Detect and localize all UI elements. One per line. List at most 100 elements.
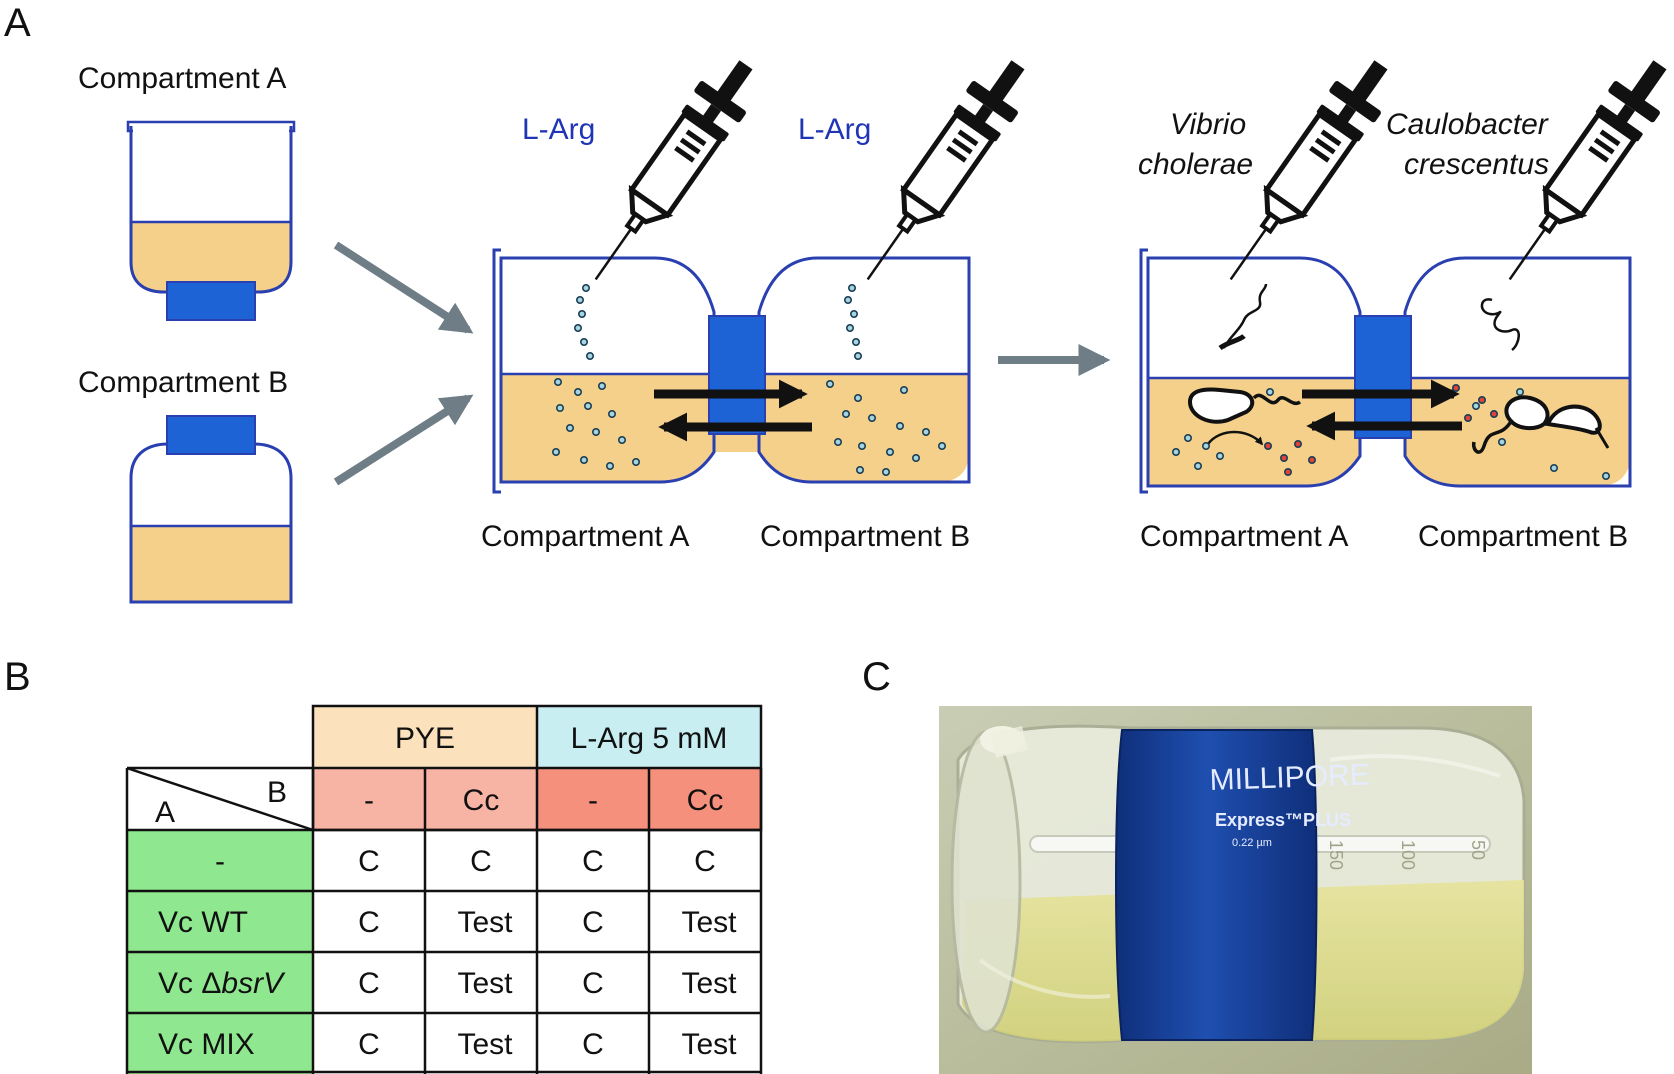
particle-dot — [631, 457, 640, 466]
mid-compartment-b-label: Compartment B — [760, 520, 970, 553]
row-label: Vc ΔbsrV — [158, 967, 286, 1000]
scale-mark: 150 — [1326, 840, 1346, 870]
panel-c: C MILLIPORE Express™PLUS 0.22 µm 150 100… — [862, 655, 1532, 1074]
assembled-device-larg — [492, 248, 971, 494]
band-product: Express™PLUS — [1215, 810, 1351, 830]
mid-compartment-a-label: Compartment A — [481, 520, 689, 553]
particle-dot — [1602, 471, 1611, 480]
table-cell: Test — [457, 906, 513, 939]
right-compartment-b-label: Compartment B — [1418, 520, 1628, 553]
metabolite-dot — [1464, 413, 1473, 422]
panel-c-letter: C — [862, 655, 891, 699]
particle-dot — [565, 423, 574, 432]
vibrio-cell — [1187, 387, 1302, 424]
particle-dot — [1516, 387, 1525, 396]
metabolite-dot — [1280, 453, 1289, 462]
row-label: Vc MIX — [158, 1028, 255, 1061]
particle-dot — [857, 441, 866, 450]
particle-dot — [579, 337, 588, 346]
assembly-arrow-top — [333, 241, 474, 334]
vibrio-label-line1: Vibrio — [1170, 108, 1246, 141]
metabolite-dot — [1478, 395, 1487, 404]
table-cell: C — [358, 967, 380, 1000]
separate-compartment-a-label: Compartment A — [78, 62, 286, 95]
table-cell: Test — [681, 906, 737, 939]
particle-dot — [579, 455, 588, 464]
metabolite-dot — [1452, 383, 1461, 392]
larg-particles — [551, 283, 946, 476]
sub-header: Cc — [687, 784, 724, 817]
table-cell: Test — [457, 967, 513, 1000]
particle-dot — [591, 427, 600, 436]
particle-dot — [555, 403, 564, 412]
syringe-label-larg-b: L-Arg — [798, 113, 871, 146]
particle-dot — [853, 393, 862, 402]
metabolite-dot — [1490, 409, 1499, 418]
table-cell: C — [358, 845, 380, 878]
table-cell: Test — [681, 1028, 737, 1061]
vibrio-injected — [1222, 283, 1268, 349]
vibrio-label-line2: cholerae — [1138, 148, 1253, 181]
corner-label-a: A — [155, 796, 175, 829]
particle-dot — [921, 427, 930, 436]
panel-b: B — [4, 655, 763, 1074]
row-label: Vc WT — [158, 906, 248, 939]
table-cell: C — [358, 906, 380, 939]
particle-dot — [1472, 401, 1481, 410]
conversion-arrow — [1207, 430, 1264, 446]
tape — [990, 726, 1028, 758]
caulo-injected — [1480, 298, 1520, 351]
caulobacter-cell — [1471, 395, 1610, 454]
band-brand: MILLIPORE — [1209, 758, 1370, 797]
particle-dot — [1202, 441, 1211, 450]
particle-dot — [853, 351, 862, 360]
particle-dot — [825, 379, 834, 388]
particle-dot — [881, 467, 890, 476]
particle-dot — [895, 421, 904, 430]
particle-dot — [553, 377, 562, 386]
caulobacter-label-line2: crescentus — [1404, 148, 1549, 181]
particle-dot — [1216, 451, 1225, 460]
table-cell: Test — [457, 1028, 513, 1061]
metabolite-dot — [1308, 455, 1317, 464]
sub-header: Cc — [463, 784, 500, 817]
table-cell: C — [582, 967, 604, 1000]
sub-header: - — [588, 784, 598, 817]
particle-dot — [899, 385, 908, 394]
particle-dot — [851, 337, 860, 346]
particle-dot — [937, 441, 946, 450]
particle-dot — [585, 351, 594, 360]
table-cell: Test — [681, 967, 737, 1000]
particle-dot — [583, 401, 592, 410]
particle-dot — [573, 323, 582, 332]
particle-dot — [843, 295, 852, 304]
particle-dot — [597, 381, 606, 390]
metabolite-dot — [1284, 467, 1293, 476]
table-cell: C — [470, 845, 492, 878]
particle-dot — [867, 413, 876, 422]
separate-compartment-b-label: Compartment B — [78, 366, 288, 399]
particle-dot — [847, 283, 856, 292]
filter-band — [1115, 729, 1318, 1041]
particle-dot — [605, 461, 614, 470]
condition-table: B A PYE L-Arg 5 mM - Cc - Cc - Vc WT Vc … — [125, 704, 763, 1074]
row-label: - — [215, 845, 225, 878]
filter-membrane-right — [1354, 315, 1412, 439]
panel-a-letter: A — [4, 1, 31, 45]
table-cell: C — [582, 906, 604, 939]
syringe-label-larg-a: L-Arg — [522, 113, 595, 146]
table-cell: C — [694, 845, 716, 878]
particle-dot — [551, 447, 560, 456]
metabolite-particles — [1172, 383, 1611, 480]
assembled-device-bacteria — [1139, 248, 1632, 494]
group-header-pye: PYE — [395, 722, 455, 755]
assembly-arrow-bottom — [333, 394, 474, 486]
filter-cap-a — [166, 281, 256, 321]
panel-a: A Compartment A Compartment B — [4, 1, 1674, 604]
pye-header — [313, 706, 537, 768]
particle-dot — [1498, 437, 1507, 446]
particle-dot — [849, 309, 858, 318]
filter-membrane-mid — [708, 315, 766, 435]
band-pore: 0.22 µm — [1232, 837, 1272, 849]
